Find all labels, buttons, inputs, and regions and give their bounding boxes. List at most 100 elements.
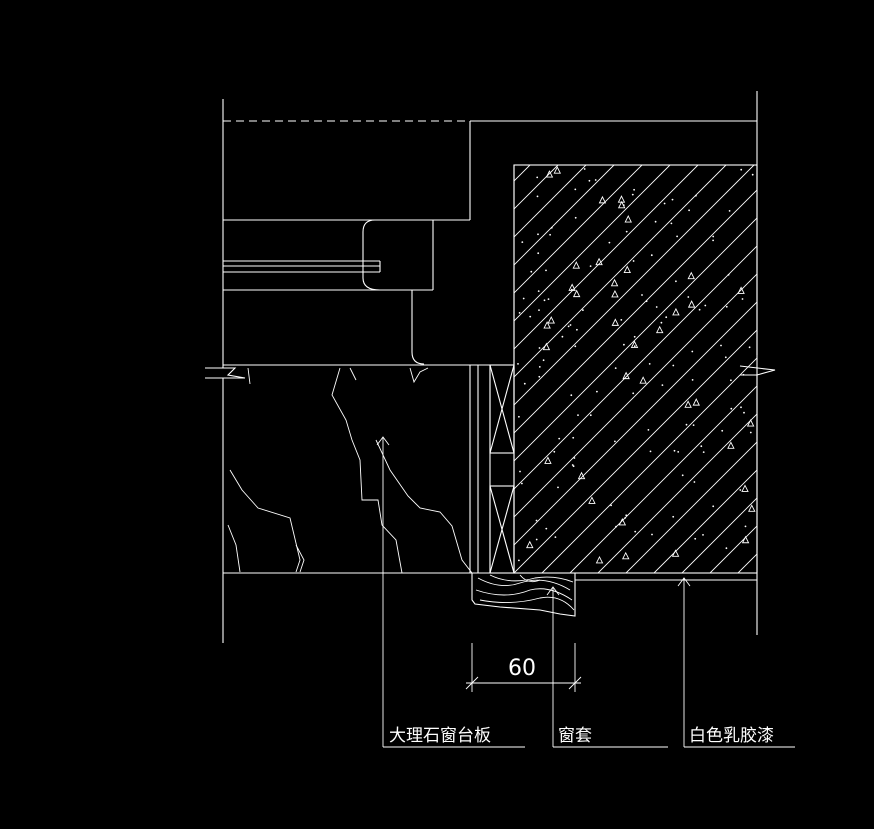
aggregate-dot — [648, 363, 651, 365]
aggregate-dot — [519, 470, 521, 473]
aggregate-triangle — [623, 265, 631, 273]
aggregate-dot — [521, 241, 524, 244]
aggregate-triangle — [577, 471, 586, 480]
aggregate-dot — [522, 297, 525, 300]
aggregate-triangle — [595, 555, 604, 564]
aggregate-dot — [739, 489, 742, 491]
aggregate-dot — [660, 321, 663, 324]
aggregate-dot — [632, 260, 635, 262]
aggregate-dot — [702, 534, 704, 536]
aggregate-dot — [672, 515, 675, 518]
marble-sill-label: 大理石窗台板 — [389, 726, 491, 746]
aggregate-dot — [573, 457, 576, 459]
aggregate-dot — [712, 235, 715, 238]
aggregate-dot — [744, 525, 747, 528]
aggregate-dot — [634, 530, 637, 533]
hatch-line — [94, 165, 502, 573]
aggregate-dot — [670, 222, 673, 225]
hatch-line — [597, 413, 757, 573]
hatch-line — [625, 441, 757, 573]
aggregate-dot — [748, 346, 751, 349]
aggregate-dot — [537, 233, 539, 236]
aggregate-dot — [518, 415, 520, 418]
aggregate-triangle — [595, 257, 603, 266]
aggregate-dot — [633, 345, 636, 348]
aggregate-triangle — [542, 342, 551, 351]
aggregate-dot — [677, 451, 680, 453]
window-frame — [223, 120, 757, 366]
concrete-wall — [94, 164, 874, 574]
aggregate-dot — [535, 519, 538, 522]
aggregate-triangle — [692, 398, 700, 406]
hatch-line — [794, 165, 874, 573]
aggregate-triangle — [630, 340, 639, 348]
aggregate-dot — [645, 300, 648, 303]
aggregate-dot — [725, 547, 728, 550]
aggregate-dot — [545, 527, 548, 530]
aggregate-triangle — [684, 400, 692, 408]
aggregate-triangle — [622, 371, 630, 380]
aggregate-triangle — [611, 318, 620, 326]
aggregate-dot — [688, 209, 690, 212]
hatch-line — [514, 301, 757, 546]
aggregate-triangle — [588, 496, 596, 504]
aggregate-triangle — [672, 307, 680, 316]
aggregate-dot — [521, 482, 523, 485]
aggregate-triangle — [543, 321, 551, 329]
aggregate-dot — [538, 375, 541, 378]
aggregate-dot — [687, 296, 690, 298]
aggregate-dot — [702, 451, 705, 453]
hatch-line — [822, 165, 874, 573]
aggregate-dot — [672, 364, 675, 367]
aggregate-dot — [576, 328, 578, 331]
aggregate-dot — [567, 325, 570, 328]
aggregate-dot — [663, 202, 666, 205]
aggregate-dot — [681, 474, 684, 477]
aggregate-triangle — [741, 484, 749, 492]
aggregate-dot — [549, 233, 551, 236]
aggregate-dot — [633, 335, 636, 338]
aggregate-dot — [740, 406, 742, 409]
aggregate-dot — [574, 216, 577, 219]
aggregate-dot — [542, 359, 545, 362]
hatch-line — [514, 165, 643, 294]
aggregate-dot — [675, 280, 677, 283]
aggregate-triangle — [617, 195, 626, 203]
aggregate-dot — [632, 392, 635, 395]
casing-strips — [469, 364, 515, 574]
aggregate-dot — [536, 176, 539, 179]
aggregate-dot — [647, 429, 650, 431]
aggregate-dot — [623, 343, 625, 346]
hatch-line — [514, 165, 727, 378]
aggregate-dot — [537, 252, 540, 255]
aggregate-dot — [538, 347, 541, 349]
hatch-line — [514, 165, 699, 350]
aggregate-dot — [671, 198, 674, 201]
aggregate-dot — [695, 194, 697, 197]
aggregate-dot — [721, 429, 724, 432]
aggregate-triangle — [746, 419, 755, 427]
annotation-leaders — [376, 436, 795, 748]
aggregate-triangle — [617, 200, 626, 209]
hatch-line — [681, 497, 757, 573]
aggregate-dot — [536, 195, 539, 198]
aggregate-dot — [693, 481, 696, 483]
aggregate-triangle — [598, 195, 607, 204]
hatch-line — [514, 165, 615, 266]
aggregate-dot — [624, 517, 627, 519]
aggregate-dot — [537, 290, 540, 292]
aggregate-dot — [698, 308, 701, 311]
aggregate-dot — [574, 345, 577, 348]
aggregate-dot — [700, 445, 703, 448]
aggregate-dot — [554, 536, 557, 538]
aggregate-dot — [728, 210, 731, 212]
aggregate-dot — [650, 254, 653, 257]
aggregate-dot — [518, 559, 520, 562]
aggregate-triangle — [572, 261, 581, 269]
latex-paint-label: 白色乳胶漆 — [689, 726, 774, 746]
hatch-line — [514, 273, 757, 518]
aggregate-dot — [620, 319, 623, 321]
aggregate-dot — [740, 168, 743, 171]
aggregate-dot — [574, 188, 577, 191]
aggregate-dot — [570, 394, 573, 397]
